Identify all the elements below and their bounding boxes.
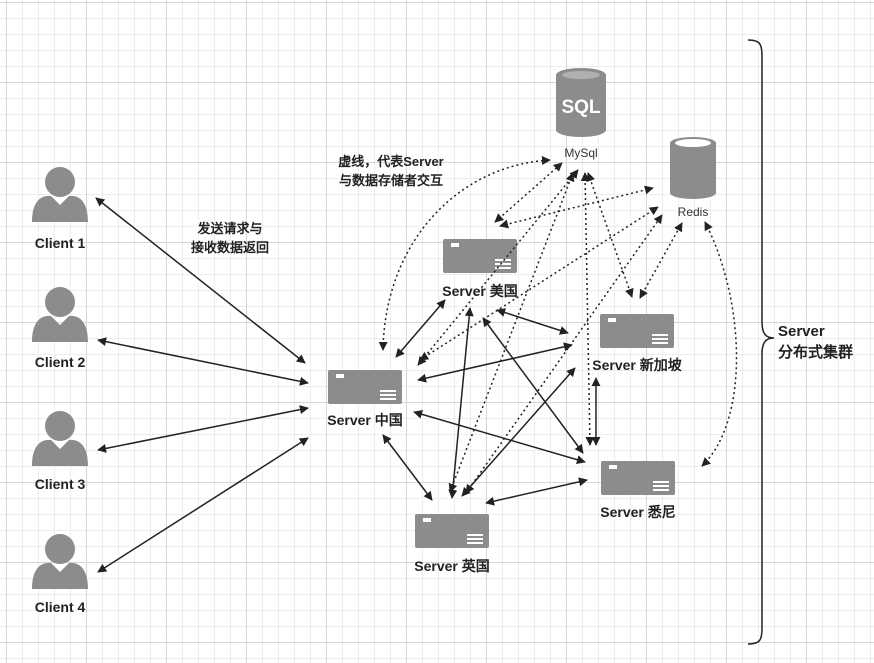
dotted-line-note: 虚线，代表Server 与数据存储者交互: [338, 152, 443, 190]
client-link-note-line1: 发送请求与: [197, 221, 263, 236]
client-2-label: Client 2: [34, 354, 86, 370]
server-china-icon: [328, 370, 402, 404]
mysql-database-icon: SQL: [556, 68, 606, 137]
server-china-label: Server 中国: [327, 412, 403, 428]
cluster-brace: [747, 39, 775, 645]
redis-database-icon: [670, 137, 716, 199]
client-1-label: Client 1: [34, 235, 86, 251]
client-1-icon: [32, 167, 88, 222]
server-sydney-label: Server 悉尼: [600, 504, 676, 520]
server-singapore-icon: [600, 314, 674, 348]
client-3-label: Client 3: [34, 476, 86, 492]
server-uk-icon: [415, 514, 489, 548]
cluster-label: Server 分布式集群: [778, 321, 853, 363]
cluster-label-line2: 分布式集群: [778, 344, 854, 361]
sql-icon-text: SQL: [561, 97, 600, 118]
server-mesh-connections: [382, 299, 601, 506]
server-usa-label: Server 美国: [442, 283, 518, 299]
datastore-connections: [378, 155, 738, 494]
server-singapore-label: Server 新加坡: [592, 357, 682, 373]
dotted-line-note-line2: 与数据存储者交互: [338, 173, 444, 188]
cluster-label-line1: Server: [778, 323, 825, 340]
client-2-icon: [32, 287, 88, 342]
dotted-line-note-line1: 虚线，代表Server: [338, 154, 444, 169]
client-4-icon: [32, 534, 88, 589]
redis-label: Redis: [677, 205, 709, 219]
server-usa-icon: [443, 239, 517, 273]
mysql-label: MySql: [564, 146, 598, 160]
client-link-note: 发送请求与 接收数据返回: [191, 219, 269, 257]
client-3-icon: [32, 411, 88, 466]
server-uk-label: Server 英国: [414, 558, 490, 574]
server-sydney-icon: [601, 461, 675, 495]
client-connections: [95, 197, 309, 573]
client-link-note-line2: 接收数据返回: [190, 240, 270, 255]
client-4-label: Client 4: [34, 599, 86, 615]
